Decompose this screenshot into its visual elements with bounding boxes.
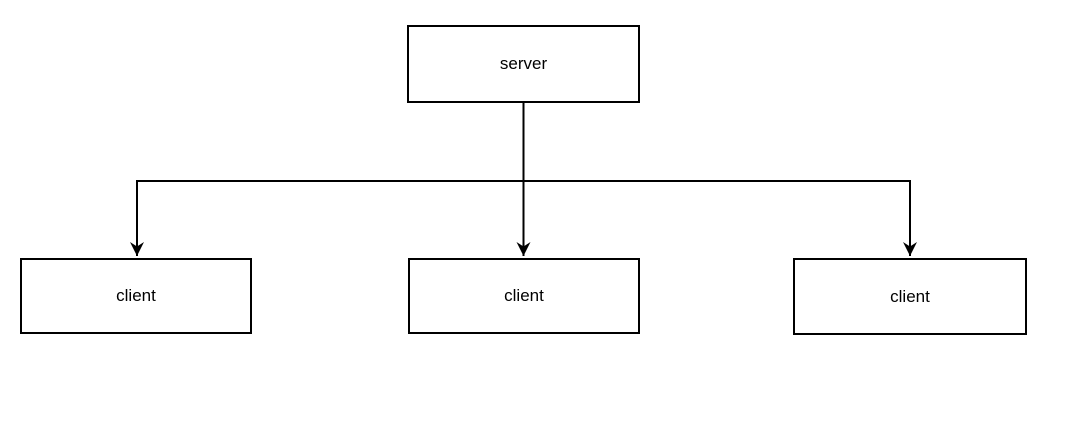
node-client-1: client [20,258,252,334]
node-client-1-label: client [116,286,156,305]
node-client-3: client [793,258,1027,335]
node-client-2: client [408,258,640,334]
node-client-2-label: client [504,286,544,305]
edge-server-client-1 [130,180,524,256]
edge-server-client-3 [523,180,917,256]
node-server: server [407,25,640,103]
node-client-3-label: client [890,286,930,306]
node-server-label: server [499,54,548,73]
